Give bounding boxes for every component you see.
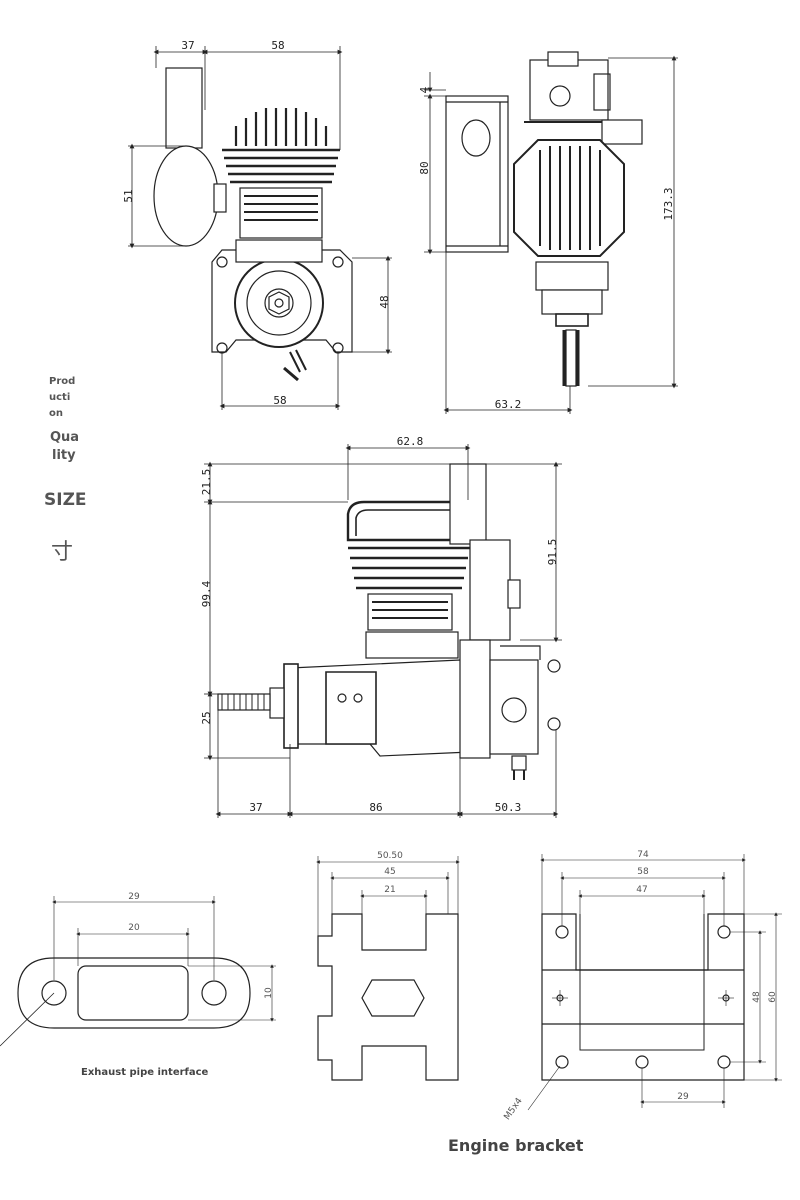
engine-mount bbox=[317, 913, 459, 1081]
quality-label: Qua lity bbox=[50, 429, 79, 465]
exhaust-interface bbox=[0, 957, 251, 1047]
mount-dimensions bbox=[316, 856, 460, 936]
engine-bracket bbox=[527, 913, 745, 1111]
dim-mount-c: 21 bbox=[384, 885, 395, 895]
dim-main-top: 62.8 bbox=[397, 435, 424, 448]
bracket-dimensions bbox=[540, 854, 782, 1108]
dim-exhaust-height: 10 bbox=[264, 987, 274, 999]
dim-bracket-w3: 47 bbox=[636, 885, 647, 895]
dim-front-left: 51 bbox=[122, 189, 135, 202]
dim-exhaust-inner: 20 bbox=[128, 923, 140, 933]
dim-main-bottom-b: 86 bbox=[369, 801, 382, 814]
main-view-dimensions bbox=[204, 444, 562, 818]
dim-front-top-left: 37 bbox=[181, 39, 194, 52]
dim-side-bottom: 63.2 bbox=[495, 398, 522, 411]
dim-bracket-w1: 74 bbox=[637, 850, 649, 860]
main-view-dimension-labels: 62.8 21.5 99.4 25 91.5 37 86 50.3 bbox=[200, 435, 559, 814]
production-label: Prod ucti on bbox=[49, 374, 75, 422]
dim-front-right: 48 bbox=[378, 295, 391, 308]
quality-line-2: lity bbox=[52, 448, 76, 463]
dim-front-bottom: 58 bbox=[273, 394, 286, 407]
dim-front-top-right: 58 bbox=[271, 39, 284, 52]
side-view-dimension-labels: 4 80 173.3 63.2 bbox=[418, 86, 675, 411]
dim-main-bottom-a: 37 bbox=[249, 801, 262, 814]
exhaust-dimensions bbox=[52, 896, 276, 1022]
size-cn-label: 寸 bbox=[51, 540, 74, 565]
main-view bbox=[217, 463, 561, 780]
dim-side-small: 4 bbox=[418, 86, 431, 93]
dim-bracket-hole: M5x4 bbox=[503, 1096, 525, 1122]
dim-main-left-mid: 99.4 bbox=[200, 580, 213, 607]
dim-side-height: 80 bbox=[418, 161, 431, 174]
side-view-dimensions bbox=[424, 55, 678, 414]
bracket-caption: Engine bracket bbox=[448, 1136, 584, 1155]
dim-main-bottom-c: 50.3 bbox=[495, 801, 522, 814]
dim-mount-b: 45 bbox=[384, 867, 395, 877]
dim-main-right: 91.5 bbox=[546, 539, 559, 566]
dim-bracket-w2: 58 bbox=[637, 867, 649, 877]
exhaust-caption: Exhaust pipe interface bbox=[81, 1067, 209, 1078]
size-label: SIZE bbox=[44, 490, 87, 510]
dim-side-total: 173.3 bbox=[662, 187, 675, 220]
side-view bbox=[445, 51, 643, 387]
dim-mount-a: 50.50 bbox=[377, 851, 403, 861]
quality-line-1: Qua bbox=[50, 430, 80, 445]
front-view-dimensions bbox=[128, 46, 392, 410]
production-line-3: on bbox=[49, 408, 63, 419]
production-line-1: Prod bbox=[49, 376, 76, 387]
dim-bracket-h2: 48 bbox=[752, 991, 762, 1003]
dim-main-left-low: 25 bbox=[200, 711, 213, 724]
dim-main-left-top: 21.5 bbox=[200, 469, 213, 496]
front-view bbox=[153, 67, 353, 382]
dim-bracket-h1: 60 bbox=[768, 991, 778, 1003]
dim-bracket-bottom: 29 bbox=[677, 1092, 689, 1102]
production-line-2: ucti bbox=[49, 392, 71, 403]
front-view-dimension-labels: 37 58 51 48 58 bbox=[122, 39, 391, 407]
exhaust-dimension-labels: 29 20 10 bbox=[128, 892, 274, 999]
mount-dimension-labels: 50.50 45 21 bbox=[377, 851, 403, 895]
dim-exhaust-outer: 29 bbox=[128, 892, 140, 902]
